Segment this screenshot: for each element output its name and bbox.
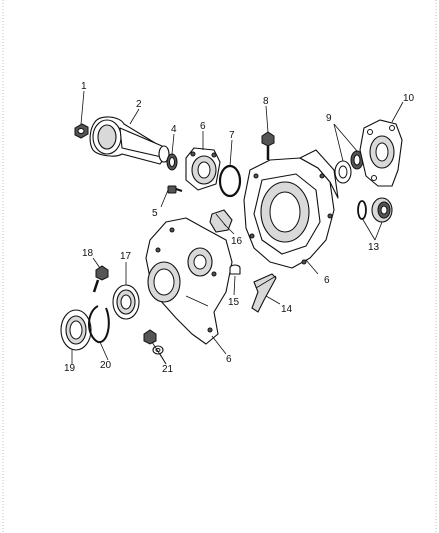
part-19-seal	[60, 309, 92, 351]
callout-18: 18	[82, 248, 94, 259]
callout-19: 19	[64, 363, 76, 374]
callout-5: 5	[152, 208, 158, 219]
callout-9: 9	[326, 113, 332, 124]
part-14-shift-fork	[251, 273, 277, 313]
part-6-case-half-front	[145, 217, 233, 345]
callout-2: 2	[136, 99, 142, 110]
part-8-bolt	[261, 131, 275, 160]
callout-labels: 1 2 4 6 7 8 9 10 13 5 16 6 15 14 18 17 1…	[64, 81, 415, 375]
callout-15: 15	[228, 297, 240, 308]
leader-lines	[71, 90, 404, 365]
part-15-plug	[229, 264, 241, 275]
part-17-bearing	[112, 284, 140, 320]
callout-1: 1	[81, 81, 87, 92]
part-6-pump-housing	[185, 147, 221, 191]
callout-16: 16	[231, 236, 243, 247]
part-9-seals	[334, 150, 364, 184]
callout-21: 21	[162, 364, 174, 375]
callout-4: 4	[171, 124, 177, 135]
callout-20: 20	[100, 360, 112, 371]
part-10-retainer	[359, 119, 403, 187]
part-13-seal-and-ring	[357, 197, 393, 223]
part-1-bolt	[74, 123, 89, 139]
part-7-snap-ring	[218, 164, 242, 198]
callout-14: 14	[281, 304, 293, 315]
callout-10: 10	[403, 93, 415, 104]
part-6-case-half-rear	[243, 149, 339, 269]
callout-6-lower: 6	[226, 354, 232, 365]
part-18-bolt	[92, 265, 109, 293]
callout-13: 13	[368, 242, 380, 253]
part-20-snap-ring	[88, 305, 110, 344]
callout-17: 17	[120, 251, 132, 262]
callout-7: 7	[229, 130, 235, 141]
part-2-extension-housing	[89, 116, 170, 165]
callout-6-right: 6	[324, 275, 330, 286]
callout-6-upper: 6	[200, 121, 206, 132]
callout-8: 8	[263, 96, 269, 107]
part-21-drain-plugs	[143, 329, 164, 355]
part-4-seal	[166, 153, 178, 171]
part-5-bolt	[167, 185, 183, 194]
